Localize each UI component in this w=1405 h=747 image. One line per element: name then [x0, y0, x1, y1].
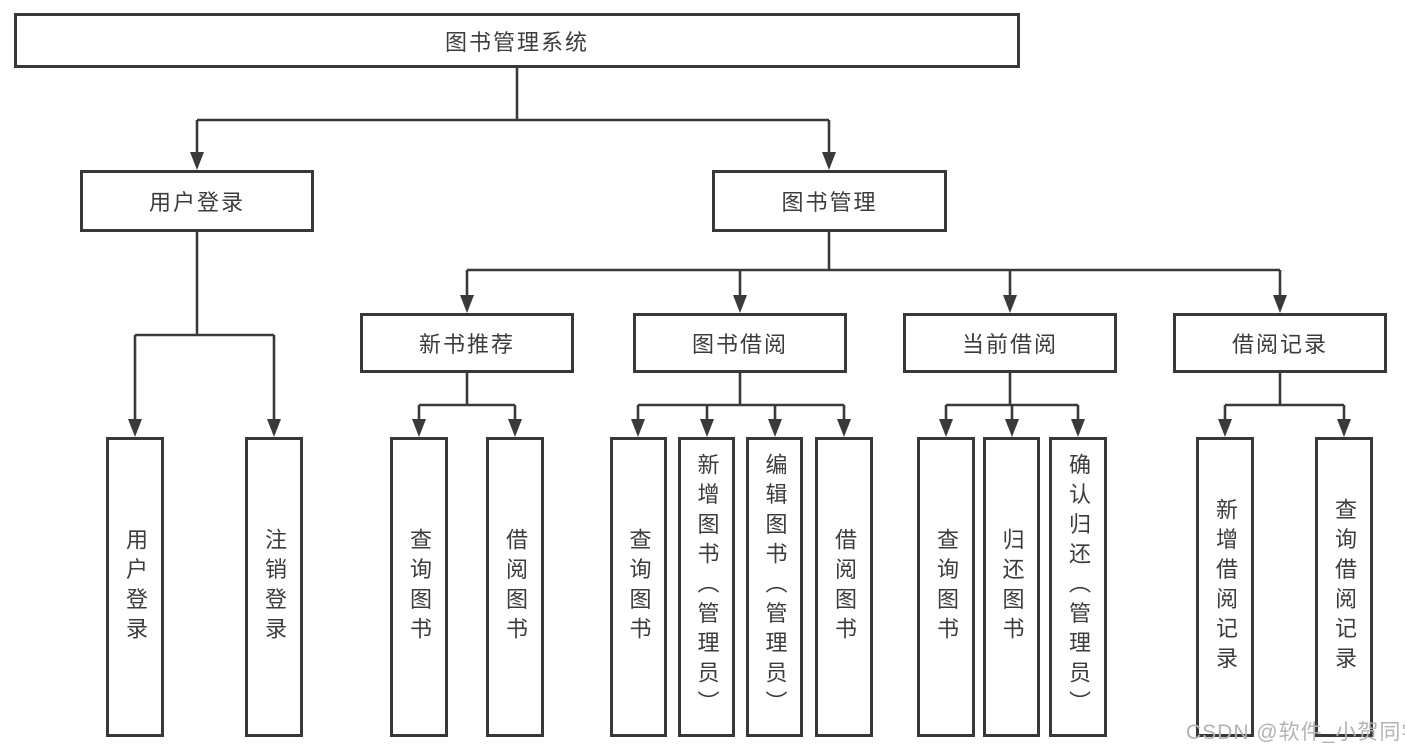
leaf-logout: 注销登录: [245, 437, 303, 737]
leaf-user-login: 用户登录: [106, 437, 164, 737]
node-book-borrowing: 图书借阅: [633, 313, 847, 373]
node-current-borrowing: 当前借阅: [903, 313, 1117, 373]
node-book-management: 图书管理: [712, 170, 947, 232]
leaf-borrow-books-recommendation: 借阅图书: [486, 437, 544, 737]
csdn-watermark: CSDN @软件_小贺同学: [1186, 721, 1405, 744]
node-user-login: 用户登录: [80, 170, 314, 232]
leaf-query-borrowing-record: 查询借阅记录: [1315, 437, 1373, 737]
node-new-book-recommendation: 新书推荐: [360, 313, 574, 373]
leaf-query-books-current: 查询图书: [917, 437, 975, 737]
leaf-return-books: 归还图书: [983, 437, 1040, 737]
leaf-add-book-admin: 新增图书（管理员）: [678, 437, 735, 737]
leaf-borrow-books: 借阅图书: [815, 437, 873, 737]
leaf-query-books-recommendation: 查询图书: [390, 437, 448, 737]
leaf-query-books-borrowing: 查询图书: [610, 437, 667, 737]
leaf-add-borrowing-record: 新增借阅记录: [1196, 437, 1254, 737]
leaf-confirm-return-admin: 确认归还（管理员）: [1049, 437, 1107, 737]
node-borrowing-records: 借阅记录: [1173, 313, 1387, 373]
leaf-edit-book-admin: 编辑图书（管理员）: [746, 437, 803, 737]
node-library-management-system: 图书管理系统: [14, 13, 1020, 68]
